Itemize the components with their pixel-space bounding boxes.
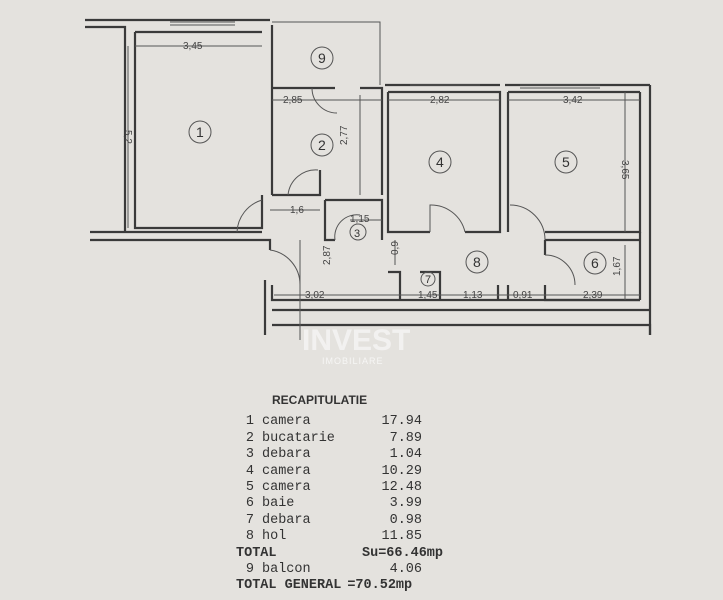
recap-row: 6 baie 3.99: [236, 496, 443, 512]
dim-label: 0,9: [390, 241, 401, 255]
dim-label: 0,91: [513, 290, 533, 301]
room-index: 1: [245, 414, 254, 430]
room-number: 8: [473, 254, 481, 270]
general-total-row: TOTAL GENERAL =70.52mp: [236, 578, 443, 594]
room-number: 1: [196, 124, 204, 140]
room-index: 9: [245, 562, 254, 578]
room-name: camera: [262, 414, 311, 430]
recap-table: RECAPITULATIE 1 camera 17.94 2 bucatarie 7.8…: [236, 392, 443, 595]
room-number: 7: [425, 274, 431, 286]
room-name: balcon: [262, 562, 311, 578]
room-name: debara: [262, 512, 311, 528]
total-value: Su=66.46mp: [362, 545, 444, 561]
dim-label: 1,15: [350, 214, 370, 225]
recap-row: 3 debara 1.04: [236, 447, 443, 463]
total-label: TOTAL: [236, 545, 277, 561]
room-index: 3: [245, 447, 254, 463]
dim-label: 3,02: [305, 290, 325, 301]
dim-label: 1,67: [612, 256, 623, 276]
room-area: 1.04: [389, 447, 422, 463]
dim-label: 3,45: [183, 41, 203, 52]
room-index: 6: [245, 496, 254, 512]
dim-label: 2,87: [322, 245, 333, 265]
room-index: 7: [245, 512, 254, 528]
room-index: 5: [245, 480, 254, 496]
recap-row: 5 camera 12.48: [236, 480, 443, 496]
floor-plan: 3,45 5,2 2,85 2,77 2,82 3,42 3,65 1,6 1,…: [85, 18, 652, 366]
recap-row: 8 hol 11.85: [236, 529, 443, 545]
room-name: hol: [262, 529, 287, 545]
room-area: 12.48: [381, 480, 422, 496]
dim-label: 2,39: [583, 290, 603, 301]
dim-label: 2,77: [339, 125, 350, 145]
room-name: camera: [262, 480, 311, 496]
recap-row: 7 debara 0.98: [236, 513, 443, 529]
room-area: 0.98: [389, 512, 422, 528]
room-area: 7.89: [389, 430, 422, 446]
recap-row: 1 camera 17.94: [236, 414, 443, 430]
dim-label: 2,82: [430, 95, 450, 106]
recap-title: RECAPITULATIE: [272, 393, 368, 407]
room-index: 8: [245, 529, 254, 545]
dim-label: 3,42: [563, 95, 583, 106]
room-index: 2: [245, 430, 254, 446]
general-total-value: =70.52mp: [347, 578, 413, 594]
dimension-labels: 3,45 5,2 2,85 2,77 2,82 3,42 3,65 1,6 1,…: [122, 41, 630, 301]
room-number: 3: [354, 228, 360, 240]
watermark-subtitle: IMOBILIARE: [322, 356, 384, 366]
doors: [236, 87, 576, 286]
room-name: baie: [262, 496, 295, 512]
dim-label: 1,45: [418, 290, 438, 301]
dim-label: 1,6: [290, 205, 304, 216]
recap-row: 4 camera 10.29: [236, 464, 443, 480]
general-total-label: TOTAL GENERAL: [236, 578, 342, 594]
room-area: 3.99: [389, 496, 422, 512]
room-index: 4: [245, 463, 254, 479]
dim-label: 1,13: [463, 290, 483, 301]
room-numbers: 1 2 3 4 5 6 7 8 9: [188, 46, 607, 287]
balcony-row: 9 balcon 4.06: [236, 562, 443, 578]
room-number: 4: [436, 154, 444, 170]
dim-label: 5,2: [122, 130, 133, 144]
room-number: 9: [318, 50, 326, 66]
dim-label: 3,65: [619, 160, 630, 180]
room-number: 5: [562, 154, 570, 170]
recap-row: 2 bucatarie 7.89: [236, 431, 443, 447]
room-area: 10.29: [381, 463, 422, 479]
room-number: 2: [318, 137, 326, 153]
room-number: 6: [591, 255, 599, 271]
dimension-lines: [127, 45, 640, 340]
watermark: INVEST: [302, 324, 410, 357]
room-name: camera: [262, 463, 311, 479]
room-area: 17.94: [381, 414, 422, 430]
total-row: TOTAL Su=66.46mp: [236, 546, 443, 562]
room-area: 11.85: [381, 529, 422, 545]
room-area: 4.06: [389, 562, 422, 578]
room-name: debara: [262, 447, 311, 463]
room-name: bucatarie: [262, 430, 335, 446]
walls: [85, 18, 652, 335]
dim-label: 2,85: [283, 95, 303, 106]
